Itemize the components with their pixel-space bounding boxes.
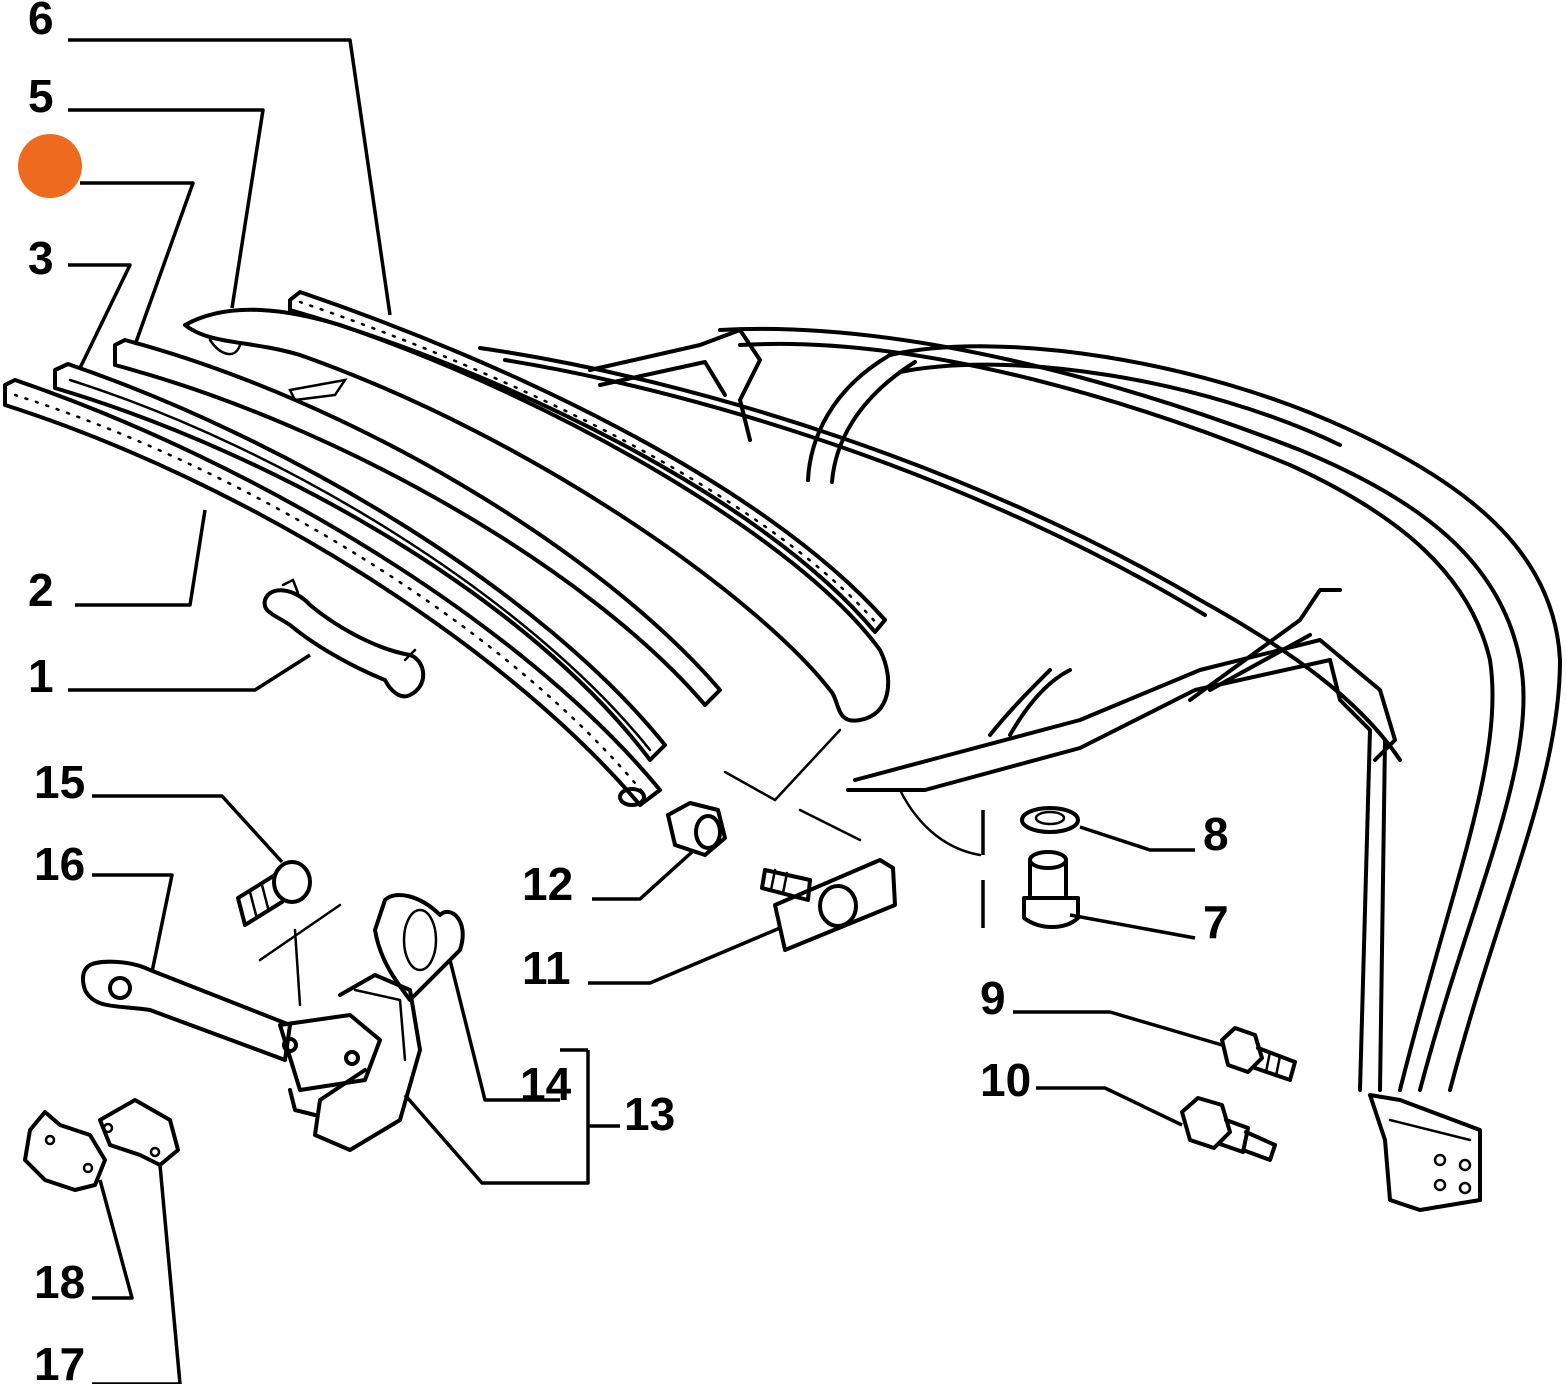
callout-6: 6 [28,0,54,44]
leader-7 [1069,913,1196,940]
leader-16 [92,873,174,973]
clip-part-17 [98,1098,180,1167]
latch-part-14 [373,893,465,1002]
stud-part-9 [1220,1026,1297,1082]
leader-2 [75,509,207,607]
callout-13: 13 [624,1088,675,1140]
top-frame [478,326,1562,1212]
seal-part-4 [113,338,722,707]
leader-15 [92,794,284,864]
guide-lines [258,728,862,1007]
seal-part-3 [53,362,667,762]
leader-14 [448,959,588,1102]
callout-8: 8 [1203,808,1229,860]
leader-18 [92,1179,134,1300]
nut-part-12 [666,801,727,857]
leader-12 [592,850,694,901]
leader-1 [68,653,311,692]
callout-9: 9 [980,972,1006,1024]
callout-5: 5 [28,70,54,122]
leader-6 [68,38,392,316]
clip-part-8 [1020,806,1080,834]
leader-13 [403,1050,620,1185]
callout-12: 12 [522,858,573,910]
callout-1: 1 [28,650,54,702]
bolt-part-15 [236,860,312,927]
callout-17: 17 [34,1338,85,1384]
handle-part-1 [262,578,426,699]
leader-9 [1013,1010,1223,1047]
callout-18: 18 [34,1256,85,1308]
callouts: 1 2 3 5 6 7 8 9 10 11 12 13 14 15 16 17 … [18,0,1229,1384]
callout-10: 10 [980,1054,1031,1106]
callout-15: 15 [34,756,85,808]
leader-5 [68,108,265,309]
leader-10 [1036,1086,1183,1127]
leader-8 [1079,825,1195,852]
callout-7: 7 [1203,896,1229,948]
leader-3 [68,263,132,369]
stud-part-10 [1180,1096,1277,1162]
leader-4 [80,181,195,346]
trim-part-5 [183,307,891,723]
callout-3: 3 [28,232,54,284]
leader-lines [68,38,1223,1384]
arm-part-16 [80,959,292,1062]
leader-17 [92,1164,182,1384]
callout-16: 16 [34,838,85,890]
clip-part-18 [23,1110,107,1192]
callout-2: 2 [28,564,54,616]
latch-body-part-13 [278,973,422,1152]
rail-part-6 [288,290,887,634]
highlight-marker-4 [18,134,82,198]
callout-14: 14 [520,1058,572,1110]
seal-part-2 [3,378,662,807]
bracket-part-11 [760,858,897,952]
callout-11: 11 [522,942,571,994]
leader-11 [588,926,781,985]
